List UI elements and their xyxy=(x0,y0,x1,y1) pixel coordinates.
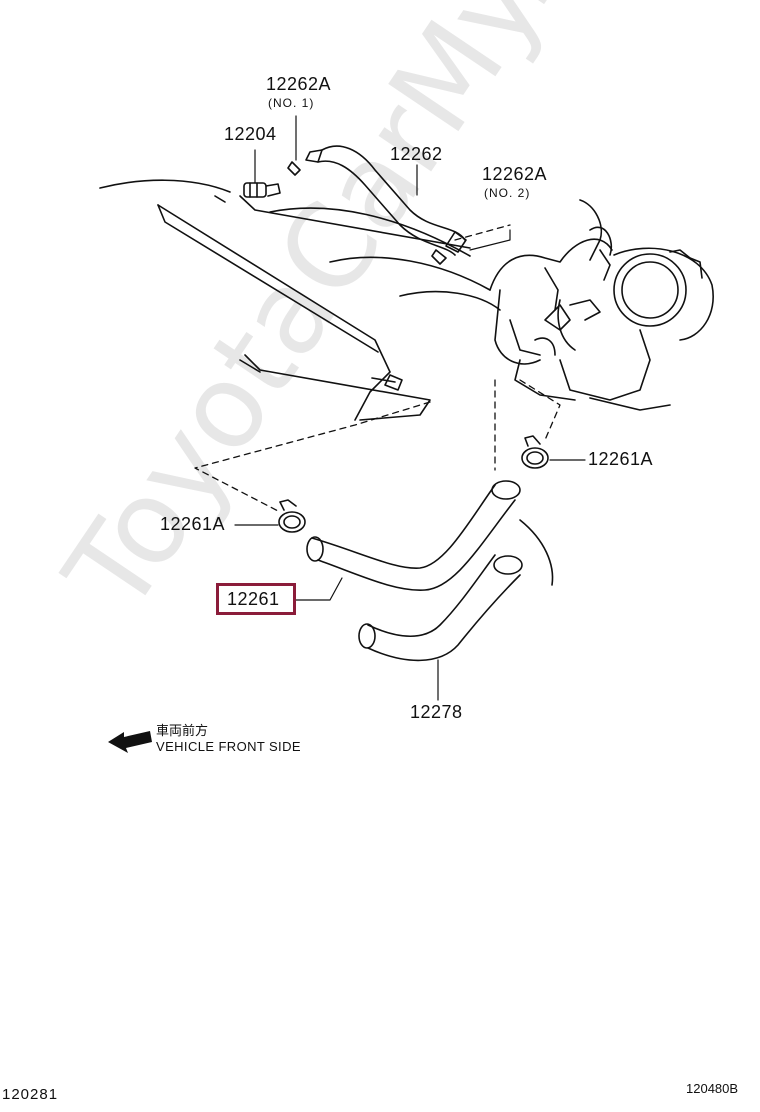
highlight-box-12261[interactable]: 12261 xyxy=(216,583,296,615)
hose-12278 xyxy=(358,554,523,662)
vehicle-front-en: VEHICLE FRONT SIDE xyxy=(156,739,301,754)
drawing-code-left: 120281 xyxy=(2,1086,59,1103)
label-12262A-no2-sub: (NO. 2) xyxy=(484,186,531,200)
label-12262A-no2[interactable]: 12262A xyxy=(482,164,548,184)
label-12262A-no1-sub: (NO. 1) xyxy=(268,96,315,110)
label-leaders xyxy=(234,115,586,701)
clamp-12262A-no2 xyxy=(431,249,447,265)
label-12278[interactable]: 12278 xyxy=(410,702,463,722)
clamp-12261A-right xyxy=(521,435,549,469)
label-12261A-right[interactable]: 12261A xyxy=(588,449,654,469)
vehicle-front-jp: 車両前方 xyxy=(156,724,209,739)
label-12262[interactable]: 12262 xyxy=(390,144,443,164)
front-arrow-icon xyxy=(108,731,152,753)
clamp-12262A-no1 xyxy=(287,161,301,176)
clamp-12261A-left xyxy=(278,499,306,533)
drawing-code-right: 120480B xyxy=(686,1081,739,1096)
dashed-leaders xyxy=(194,224,561,513)
hose-12262 xyxy=(305,145,467,256)
label-12262A-no1[interactable]: 12262A xyxy=(266,74,332,94)
sensor-12204 xyxy=(243,182,281,198)
label-12261A-left[interactable]: 12261A xyxy=(160,514,226,534)
label-12261[interactable]: 12261 xyxy=(227,589,280,609)
label-12204[interactable]: 12204 xyxy=(224,124,277,144)
engine-outline xyxy=(99,179,714,586)
hose-12261 xyxy=(306,480,521,591)
